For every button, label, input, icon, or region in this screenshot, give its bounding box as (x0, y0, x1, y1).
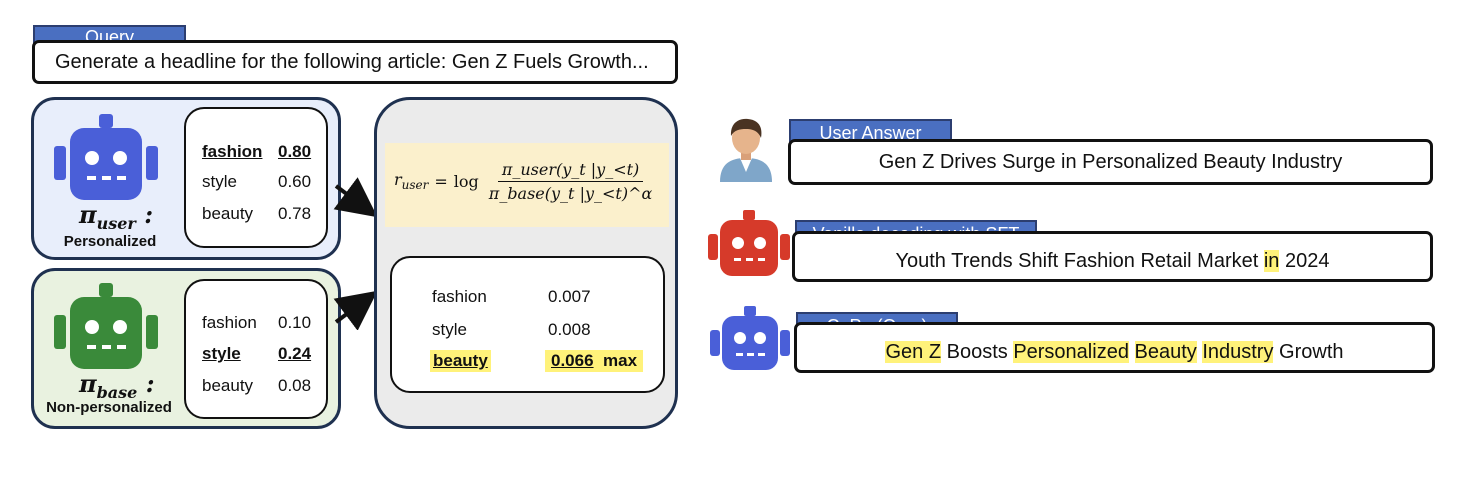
base-word-style: style (202, 344, 241, 363)
reward-value-style: 0.008 (548, 320, 591, 339)
pi-base-symbol: πbase : (79, 369, 155, 402)
reward-formula-box (385, 143, 669, 227)
base-value-style: 0.24 (278, 344, 312, 363)
query-text: Generate a headline for the following ar… (55, 50, 649, 73)
user-score-box: fashion 0.80 style 0.60 beauty 0.78 (184, 107, 328, 248)
user-word-fashion: fashion (202, 142, 263, 161)
formula-numerator: π_user(y_t |y_<t) (497, 160, 644, 182)
base-word-fashion: fashion (202, 313, 257, 332)
flow-arrows (333, 177, 378, 330)
reward-word-fashion: fashion (432, 287, 487, 306)
vanilla-answer-text: Youth Trends Shift Fashion Retail Market… (895, 250, 1330, 272)
reward-word-beauty: beauty (430, 350, 491, 372)
user-word-beauty: beauty (202, 204, 254, 223)
base-score-box: fashion 0.10 style 0.24 beauty 0.08 (184, 279, 328, 419)
reward-value-fashion: 0.007 (548, 287, 591, 306)
reward-value-beauty: 0.066 max (545, 350, 644, 372)
blue-robot-icon (710, 306, 790, 370)
base-value-beauty: 0.08 (278, 376, 312, 395)
base-word-beauty: beauty (202, 376, 254, 395)
user-value-fashion: 0.80 (278, 142, 312, 161)
reward-score-box: fashion 0.007 style 0.008 beauty 0.066 m… (390, 256, 665, 393)
arrow-user-to-reward (333, 177, 378, 218)
reward-word-style: style (432, 320, 467, 339)
formula-denominator: π_base(y_t |y_<t)^α (488, 184, 653, 203)
person-icon (720, 118, 772, 182)
base-value-fashion: 0.10 (278, 313, 312, 332)
red-robot-icon (708, 210, 790, 276)
personalized-caption: Personalized (63, 233, 157, 250)
blue-robot-icon (54, 114, 158, 200)
user-word-style: style (202, 172, 237, 191)
arrow-base-to-reward (333, 290, 378, 330)
pi-user-symbol: πuser : (79, 200, 154, 233)
user-value-beauty: 0.78 (278, 204, 312, 223)
user-answer-bar: Gen Z Drives Surge in Personalized Beaut… (788, 139, 1433, 185)
query-bar: Generate a headline for the following ar… (32, 40, 678, 84)
user-value-style: 0.60 (278, 172, 312, 191)
reward-formula: ruser = log π_user(y_t |y_<t) π_base(y_t… (394, 160, 656, 203)
green-robot-icon (54, 283, 158, 369)
vanilla-answer-bar: Youth Trends Shift Fashion Retail Market… (792, 231, 1433, 282)
cope-answer-text: Gen Z Boosts Personalized Beauty Industr… (885, 341, 1344, 363)
cope-answer-bar: Gen Z Boosts Personalized Beauty Industr… (794, 322, 1435, 373)
non-personalized-caption: Non-personalized (46, 399, 172, 416)
user-answer-text: Gen Z Drives Surge in Personalized Beaut… (878, 150, 1343, 173)
